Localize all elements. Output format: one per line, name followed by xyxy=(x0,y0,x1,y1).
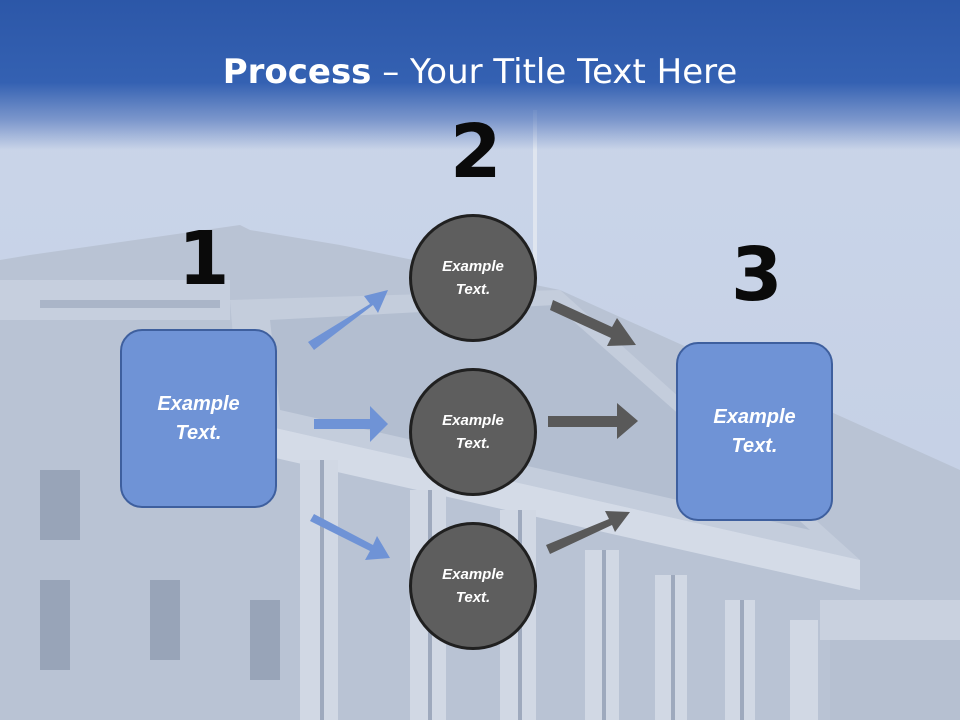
gray-arrow-up xyxy=(546,511,630,554)
blue-arrow-right xyxy=(314,406,388,442)
circle-1-label: Example Text. xyxy=(442,258,504,298)
step-2-circle-3: Example Text. xyxy=(409,522,537,650)
circle-2-label: Example Text. xyxy=(442,412,504,452)
circle-3-label: Example Text. xyxy=(442,566,504,606)
step-2-circle-2: Example Text. xyxy=(409,368,537,496)
step-2-circle-1: Example Text. xyxy=(409,214,537,342)
step-3-label: Example Text. xyxy=(713,405,796,457)
title-rest: – Your Title Text Here xyxy=(371,52,738,92)
step-1-box: Example Text. xyxy=(120,329,277,508)
step-1-label: Example Text. xyxy=(157,392,240,444)
step-1-number: 1 xyxy=(178,216,230,302)
step-2-number: 2 xyxy=(450,109,502,195)
gray-arrow-down xyxy=(550,300,636,346)
page-title: Process – Your Title Text Here xyxy=(0,52,960,92)
blue-arrow-down xyxy=(310,514,390,560)
step-3-box: Example Text. xyxy=(676,342,833,521)
blue-arrow-up xyxy=(308,290,388,350)
step-3-number: 3 xyxy=(731,232,783,318)
gray-arrow-right xyxy=(548,403,638,439)
title-bold: Process xyxy=(222,52,372,92)
header-band xyxy=(0,0,960,150)
